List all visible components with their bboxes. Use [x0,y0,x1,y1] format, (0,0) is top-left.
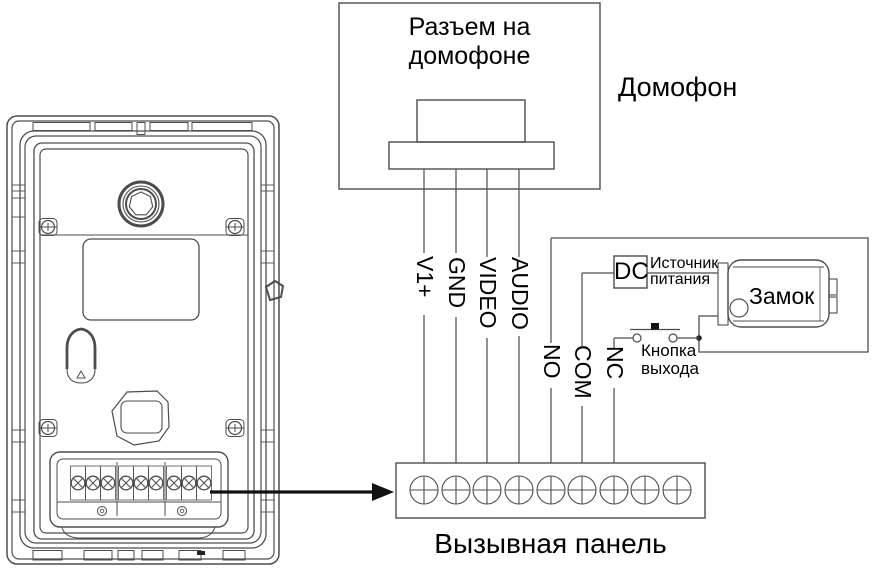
lock-latch [828,296,838,314]
connector-title: Разъем на домофоне [408,13,531,70]
screw-tab [225,419,245,437]
call-panel-title: Вызывная панель [434,528,667,559]
exit-button-label-line1: Кнопка [641,341,697,360]
wire-label-no: NO [539,344,565,379]
terminal [599,475,629,505]
panel-terminal-block [49,451,229,539]
dc-label: DC [614,258,649,285]
lock-circuit [551,237,869,353]
panel-middle-opening [82,238,200,321]
terminal [567,475,597,505]
intercom-title: Домофон [618,72,738,102]
wire-label-video: VIDEO [475,257,501,329]
wire-label-nc: NC [602,346,628,380]
call-panel-drawing [6,115,285,565]
lock-label: Замок [749,283,815,309]
connector-plug-top [416,99,526,143]
camera-hole [117,180,165,228]
screw-tab [38,218,58,236]
lock-screw-hole [729,298,749,318]
panel-lower-opening [111,390,170,446]
power-source-name-line2: питания [650,271,711,288]
terminal [662,475,692,505]
panel-side-tabs [12,184,274,513]
intercom-connector-box [338,2,601,190]
panel-bottom-slots [32,550,246,561]
wires [423,169,615,476]
terminal [630,475,660,505]
lock-drawing [717,259,838,328]
terminal-screws [70,462,212,516]
screw-tab [38,419,58,437]
terminal [409,475,439,505]
lock-latch [828,278,838,296]
screw-tab [225,218,245,236]
wire-label-v1: V1+ [412,256,438,298]
exit-button-label-line2: выхода [641,359,700,378]
terminal [536,475,566,505]
terminal [504,475,534,505]
panel-side-clip [264,279,285,302]
wire-label-audio: AUDIO [507,257,533,330]
terminal [472,475,502,505]
exit-button-switch [630,323,680,343]
screw-tabs [38,218,245,437]
power-source-name-line1: Источник [650,255,719,272]
terminal-strip [395,462,706,519]
pointer-arrow [210,483,394,501]
dc-source-box [613,255,648,289]
keyhole-hanger [65,327,97,384]
wire-label-gnd: GND [444,257,470,309]
panel-top-slots [32,122,253,135]
terminal [441,475,471,505]
wire-label-com: COM [570,345,596,399]
strip-terminals [409,475,692,505]
connector-plug-base [388,141,555,170]
